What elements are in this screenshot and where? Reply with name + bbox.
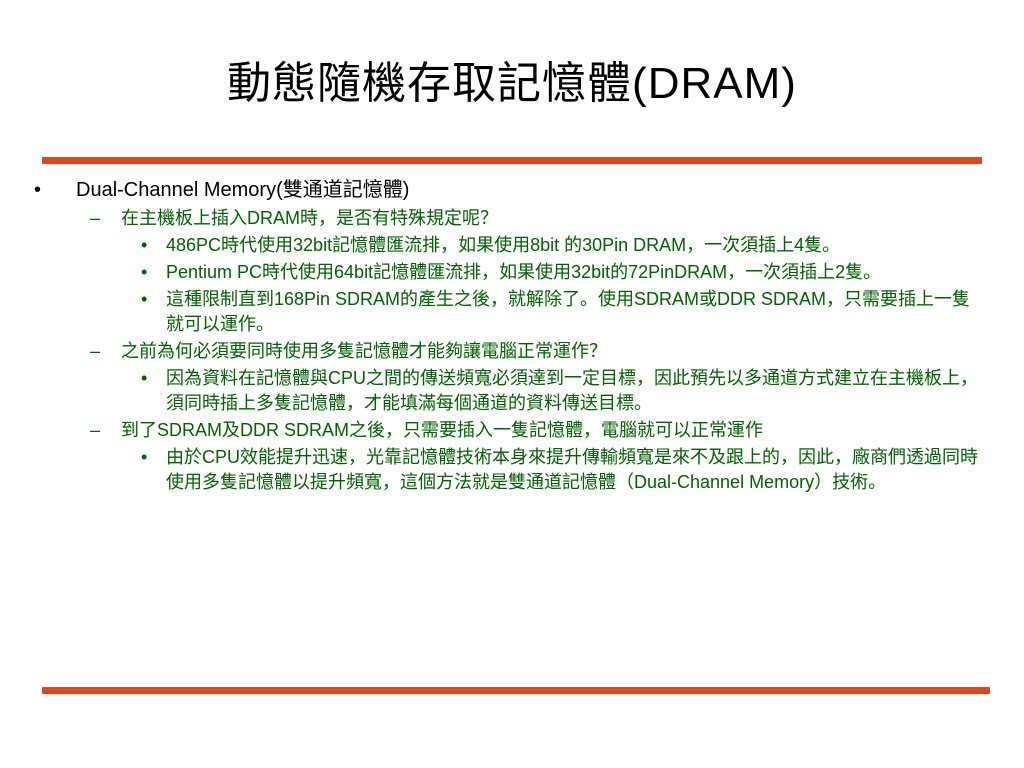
bullet-dot-icon: • <box>141 447 148 467</box>
sub-bullet-q1-text: 在主機板上插入DRAM時，是否有特殊規定呢？ <box>121 208 498 228</box>
sub-bullet-q3: – 到了SDRAM及DDR SDRAM之後，只需要插入一隻記憶體，電腦就可以正常… <box>0 418 1024 443</box>
detail-item-text: 這種限制直到168Pin SDRAM的產生之後，就解除了。使用SDRAM或DDR… <box>166 289 971 334</box>
sub-bullet-q3-text: 到了SDRAM及DDR SDRAM之後，只需要插入一隻記憶體，電腦就可以正常運作 <box>121 420 764 440</box>
bullet-dot-icon: • <box>141 289 148 309</box>
dash-icon: – <box>90 341 101 361</box>
bullet-dot-icon: • <box>34 179 42 201</box>
detail-item-text: 486PC時代使用32bit記憶體匯流排，如果使用8bit 的30Pin DRA… <box>166 235 841 255</box>
bullet-dot-icon: • <box>141 368 148 388</box>
top-divider <box>42 157 982 164</box>
detail-item-text: 因為資料在記憶體與CPU之間的傳送頻寬必須達到一定目標，因此預先以多通道方式建立… <box>166 368 978 413</box>
sub-bullet-q2: – 之前為何必須要同時使用多隻記憶體才能夠讓電腦正常運作？ <box>0 339 1024 364</box>
bullet-main-text: Dual-Channel Memory(雙通道記憶體) <box>76 179 410 201</box>
bullet-dot-icon: • <box>141 235 148 255</box>
bottom-divider <box>42 687 990 694</box>
dash-icon: – <box>90 420 101 440</box>
detail-item: • 這種限制直到168Pin SDRAM的產生之後，就解除了。使用SDRAM或D… <box>0 287 1024 337</box>
detail-item-text: Pentium PC時代使用64bit記憶體匯流排，如果使用32bit的72Pi… <box>166 262 882 282</box>
sub-bullet-q1: – 在主機板上插入DRAM時，是否有特殊規定呢？ <box>0 206 1024 231</box>
slide-title: 動態隨機存取記憶體(DRAM) <box>227 59 797 108</box>
detail-item: • 486PC時代使用32bit記憶體匯流排，如果使用8bit 的30Pin D… <box>0 233 1024 258</box>
dash-icon: – <box>90 208 101 228</box>
bullet-dot-icon: • <box>141 262 148 282</box>
detail-item: • 由於CPU效能提升迅速，光靠記憶體技術本身來提升傳輸頻寬是來不及跟上的，因此… <box>0 445 1024 495</box>
detail-item: • Pentium PC時代使用64bit記憶體匯流排，如果使用32bit的72… <box>0 260 1024 285</box>
detail-item-text: 由於CPU效能提升迅速，光靠記憶體技術本身來提升傳輸頻寬是來不及跟上的，因此，廠… <box>166 447 978 492</box>
slide-content: • Dual-Channel Memory(雙通道記憶體) – 在主機板上插入D… <box>0 176 1024 495</box>
sub-bullet-q2-text: 之前為何必須要同時使用多隻記憶體才能夠讓電腦正常運作？ <box>121 341 607 361</box>
detail-item: • 因為資料在記憶體與CPU之間的傳送頻寬必須達到一定目標，因此預先以多通道方式… <box>0 366 1024 416</box>
bullet-main: • Dual-Channel Memory(雙通道記憶體) <box>0 176 1024 204</box>
